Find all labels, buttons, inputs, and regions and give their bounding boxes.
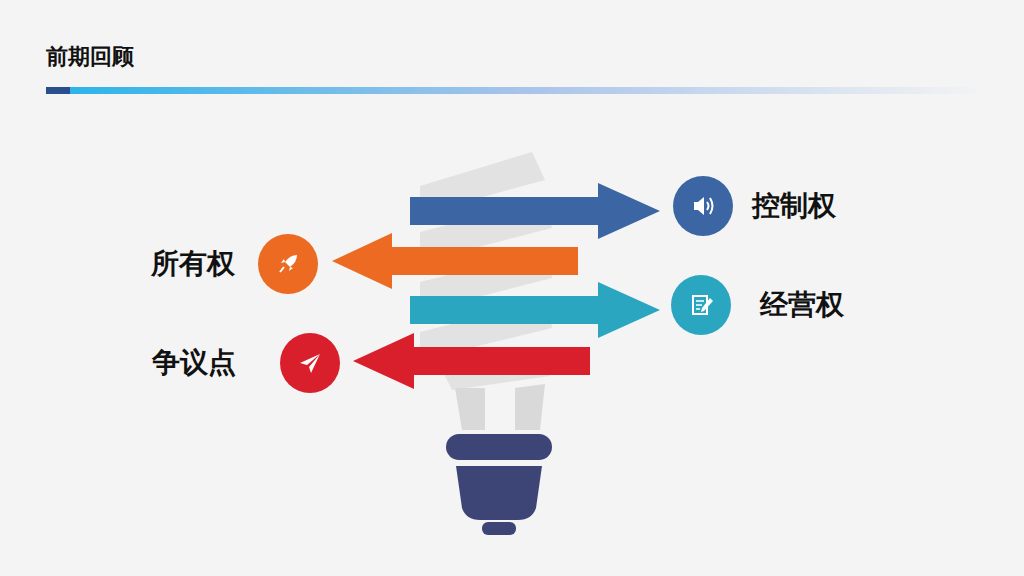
topic-label: 争议点 bbox=[152, 344, 236, 382]
arrow-right bbox=[410, 282, 660, 338]
arrow-right bbox=[410, 183, 660, 239]
arrow-left bbox=[332, 233, 578, 289]
topic-label: 经营权 bbox=[760, 286, 844, 324]
circle-badge bbox=[671, 275, 731, 335]
badge-icon bbox=[300, 354, 320, 373]
badge-icon bbox=[280, 255, 297, 272]
topic-circle: 经营权 bbox=[671, 275, 731, 335]
topic-circle: 所有权 bbox=[258, 234, 318, 294]
arrow-left bbox=[353, 333, 590, 389]
circle-badge bbox=[258, 234, 318, 294]
bulb-neck bbox=[455, 384, 545, 430]
arrows bbox=[332, 183, 660, 389]
circle-badge bbox=[673, 176, 733, 236]
topic-circle: 控制权 bbox=[673, 176, 733, 236]
topic-circle: 争议点 bbox=[280, 333, 340, 393]
badge-icon bbox=[693, 296, 713, 314]
bulb-base bbox=[446, 434, 552, 535]
topic-label: 所有权 bbox=[151, 245, 235, 283]
topic-label: 控制权 bbox=[752, 187, 836, 225]
header-bar-block bbox=[46, 87, 70, 94]
circle-badge bbox=[280, 333, 340, 393]
page-title: 前期回顾 bbox=[46, 42, 134, 72]
badge-icon bbox=[694, 197, 713, 215]
header-bar bbox=[70, 87, 986, 94]
